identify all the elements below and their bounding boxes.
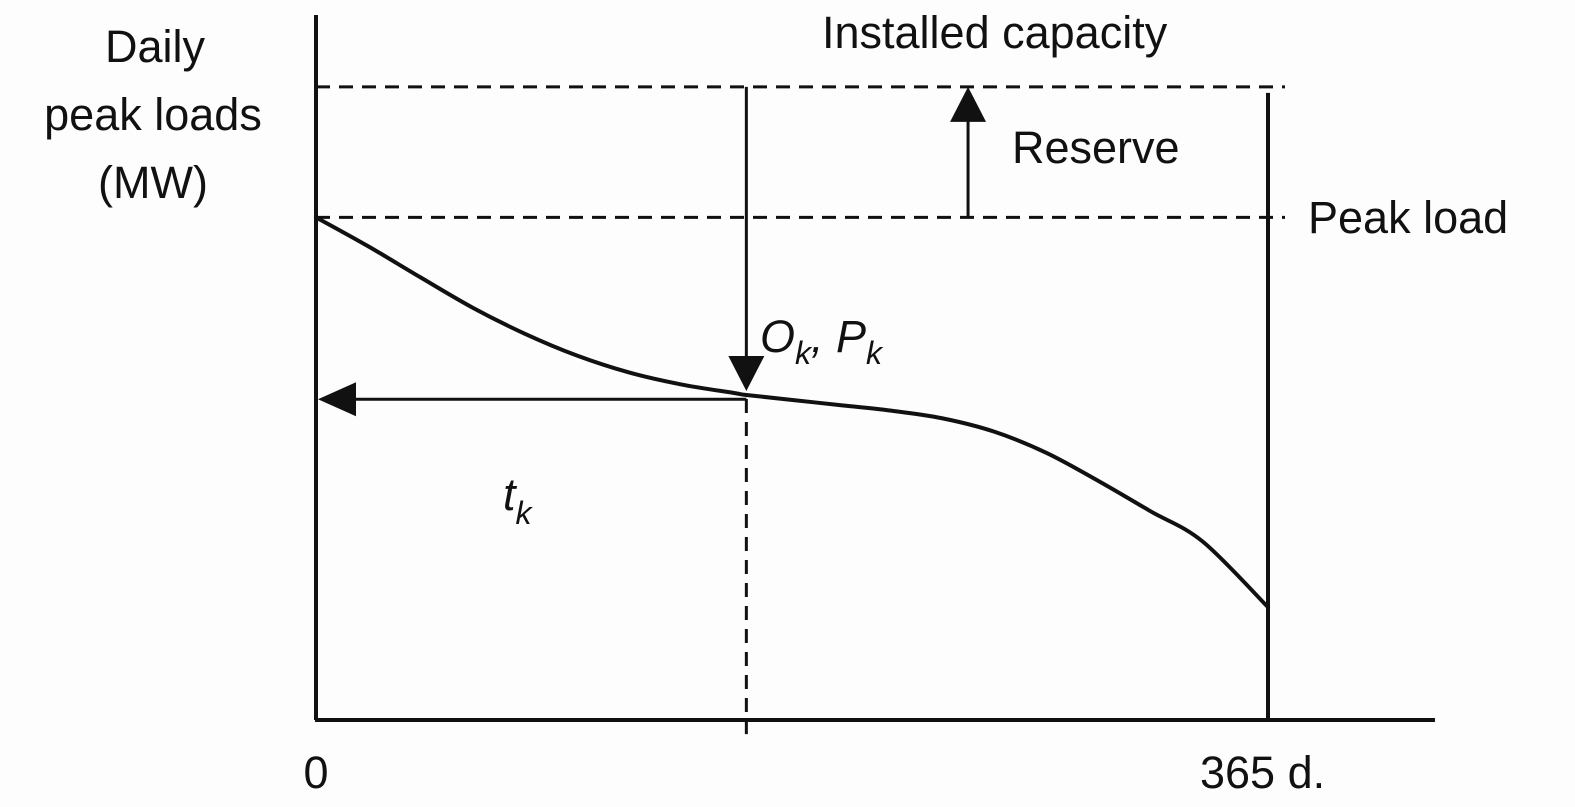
installed-capacity-label: Installed capacity [822, 7, 1168, 58]
tk-label: tk [503, 469, 534, 531]
ok-main: O [760, 311, 795, 362]
tk-main: t [503, 469, 518, 520]
y-axis-label-line-2: peak loads [44, 89, 262, 140]
y-axis-label: Daily peak loads (MW) [44, 21, 262, 208]
pk-sub: k [866, 335, 884, 371]
ok-sub: k [795, 335, 813, 371]
x-tick-label-0: 0 [303, 747, 328, 798]
ok-pk-label: Ok, Pk [760, 311, 884, 371]
tk-sub: k [516, 495, 534, 531]
reserve-arrow-up-icon [950, 86, 987, 122]
x-tick-label-365: 365 d. [1200, 747, 1325, 798]
y-axis-label-line-3: (MW) [98, 157, 208, 208]
ok-pk-arrow-down-icon [728, 355, 765, 391]
load-duration-curve [314, 215, 1270, 610]
ok-pk-sep: , [811, 311, 836, 362]
y-axis-label-line-1: Daily [105, 21, 206, 72]
tk-arrow-left-icon [318, 382, 356, 417]
pk-main: P [836, 311, 866, 362]
peak-load-label: Peak load [1308, 192, 1508, 243]
reserve-label: Reserve [1012, 122, 1180, 173]
